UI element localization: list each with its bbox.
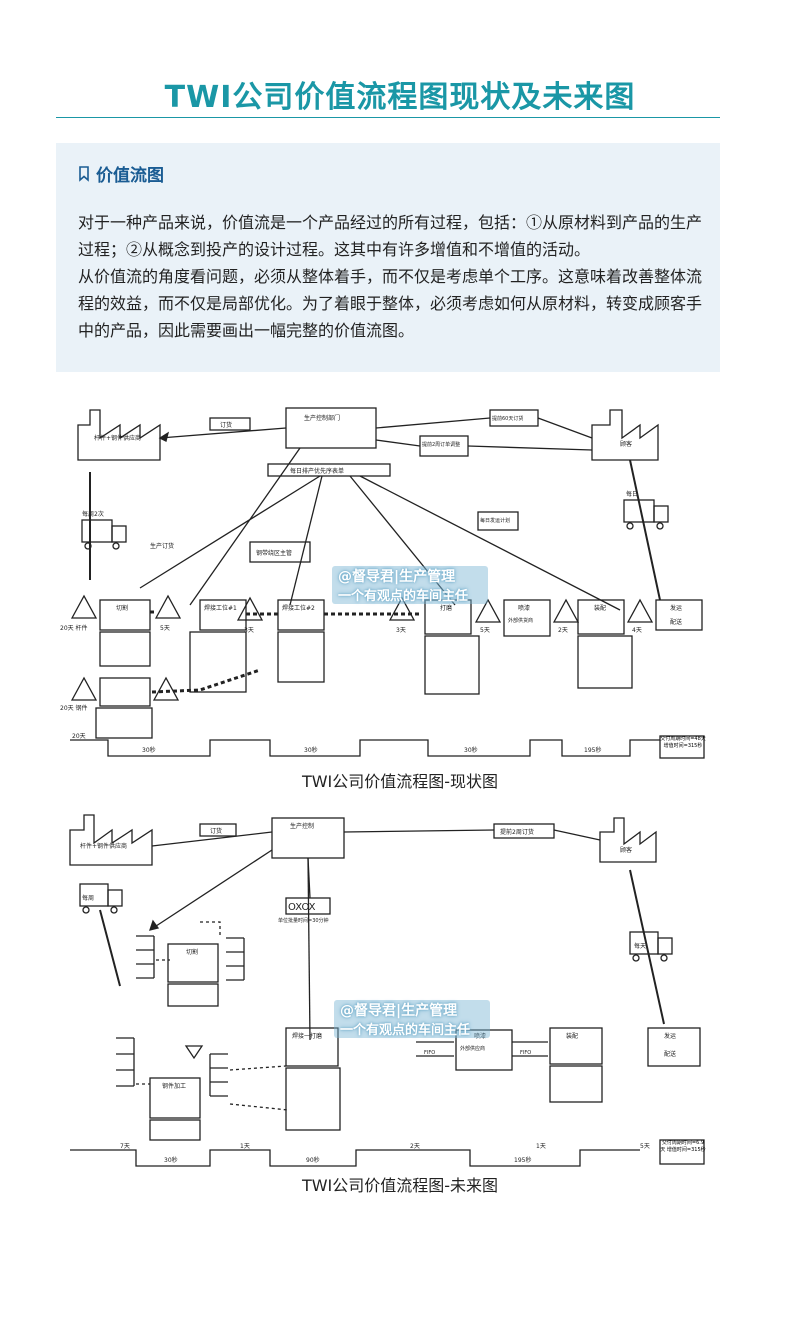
supplier-factory [77, 409, 161, 461]
bookmark-icon [79, 165, 89, 182]
cur-proc-sub-6: 配送 [670, 618, 682, 626]
process-assembly [577, 599, 625, 635]
fut-proc-sub-5: 配送 [664, 1050, 676, 1058]
process-paint [503, 599, 551, 637]
fut-watermark-bg [334, 1000, 490, 1038]
fut-batch: 单位批量时间=30分钟 [278, 917, 329, 924]
cur-ship-plan: 每日发运计划 [480, 517, 510, 524]
fut-day-3: 1天 [536, 1143, 546, 1150]
cur-customer: 顾客 [620, 440, 632, 448]
fut-fifo-1: FIFO [520, 1050, 531, 1056]
fut-sec-0: 30秒 [164, 1156, 178, 1164]
cur-adjust: 提前2周订单调整 [422, 441, 460, 448]
fut-proc-2: 焊接一打磨 [292, 1032, 322, 1040]
cur-lead-0: 20天 [72, 733, 86, 740]
intro-heading: 价值流图 [96, 166, 164, 186]
cur-lead-2: 3天 [244, 627, 254, 634]
intro-paragraph-1: 对于一种产品来说，价值流是一个产品经过的所有过程，包括：①从原材料到产品的生产过… [78, 213, 703, 259]
fut-customer: 顾客 [620, 846, 632, 854]
cur-prod-order: 生产订货 [150, 542, 174, 550]
fut-day-1: 1天 [240, 1143, 250, 1150]
process-ship [655, 599, 703, 631]
page-title: TWI公司价值流程图现状及未来图 [164, 80, 636, 115]
fut-proc-0: 切割 [186, 948, 198, 956]
cur-proc-6: 发运 [670, 604, 682, 612]
current-state-diagram: 杆件+钢件供应商 顾客 生产控制部门 订货 提前60天订货 提前2周订单调整 每… [60, 407, 706, 759]
intro-heading-row: 价值流图 [78, 161, 164, 186]
future-customer-factory [599, 817, 657, 863]
cur-proc-0: 切割 [116, 604, 128, 612]
process-grind [424, 599, 472, 635]
cur-lead-7: 4天 [632, 627, 642, 634]
cur-lead-3: 3天 [396, 627, 406, 634]
cur-proc-sub-4: 外部供货商 [508, 617, 533, 624]
cur-lead-5: 2天 [558, 627, 568, 634]
fut-order: 订货 [210, 827, 222, 835]
fut-sec-2: 195秒 [514, 1156, 531, 1164]
cur-watermark-top: @督导君|生产管理 [338, 569, 456, 585]
cur-supplier: 杆件+钢件供应商 [94, 434, 141, 442]
future-caption: TWI公司价值流程图-未来图 [301, 1176, 499, 1195]
future-process-steel [149, 1077, 201, 1119]
fut-watermark-bottom: 一个有观点的车间主任 [340, 1023, 471, 1038]
cur-truck-supplier: 每周2次 [82, 510, 104, 518]
fut-truck-customer: 每天 [634, 942, 646, 950]
fut-proc-4: 装配 [566, 1032, 578, 1040]
process-steel [99, 677, 151, 707]
fut-truck-supplier: 每周 [82, 894, 94, 902]
cur-proc-4: 喷漆 [518, 604, 530, 612]
fut-summary: 交付周期时间=6.9天 增值时间=315秒 [660, 1140, 706, 1153]
cur-watermark-bottom: 一个有观点的车间主任 [338, 589, 469, 604]
cur-inv-left-0: 20天 杆件 [60, 624, 88, 632]
cur-schedule: 每日排产优先序表单 [290, 467, 344, 475]
fut-proc-sub-3: 外部供应商 [460, 1045, 485, 1052]
cur-truck-customer: 每日 [626, 490, 638, 498]
cur-lead-4: 5天 [480, 627, 490, 634]
title-divider [56, 117, 720, 118]
fut-day-4: 5天 [640, 1143, 650, 1150]
process-cut [99, 599, 151, 631]
intro-card: 价值流图 对于一种产品来说，价值流是一个产品经过的所有过程，包括：①从原材料到产… [56, 143, 720, 372]
cur-supervisor: 钢带绕区主管 [256, 549, 292, 557]
future-process-ship [647, 1027, 701, 1067]
future-state-diagram: 杆件+钢件供应商 顾客 生产控制 订货 提前2周订货 每周 每天 OXOX 单位… [69, 814, 706, 1167]
fut-proc-5: 发运 [664, 1032, 676, 1040]
fut-control: 生产控制 [290, 822, 314, 830]
current-caption: TWI公司价值流程图-现状图 [301, 772, 499, 791]
future-process-paint [455, 1029, 513, 1071]
fut-day-2: 2天 [410, 1143, 420, 1150]
intro-paragraph-2: 从价值流的角度看问题，必须从整体着手，而不仅是考虑单个工序。这意味着改善整体流程… [78, 267, 703, 340]
cur-proc-1: 焊接工位#1 [204, 604, 237, 612]
fut-forecast: 提前2周订货 [500, 828, 534, 836]
fut-day-0: 7天 [120, 1143, 130, 1150]
cur-ct-2: 30秒 [464, 746, 478, 754]
fut-proc-1: 钢件加工 [162, 1082, 186, 1090]
customer-factory [591, 409, 659, 461]
future-process-assembly [549, 1027, 603, 1065]
cur-ct-3: 195秒 [584, 746, 601, 754]
cur-inv-left-1: 20天 钢件 [60, 704, 88, 712]
fut-sec-1: 90秒 [306, 1156, 320, 1164]
cur-proc-2: 焊接工位#2 [282, 604, 315, 612]
cur-control: 生产控制部门 [304, 414, 340, 422]
cur-lead-1: 5天 [160, 625, 170, 632]
cur-ct-1: 30秒 [304, 746, 318, 754]
cur-order: 订货 [220, 421, 232, 429]
cur-forecast: 提前60天订货 [492, 415, 523, 422]
cur-ct-0: 30秒 [142, 746, 156, 754]
fut-supplier: 杆件+钢件供应商 [80, 842, 127, 850]
fut-proc-3: 喷漆 [474, 1032, 486, 1040]
fut-oxox: OXOX [288, 902, 316, 913]
future-supplier-factory [69, 814, 153, 866]
cur-summary: 交付周期时间=48天 增值时间=315秒 [660, 736, 706, 749]
future-process-cut [167, 943, 219, 983]
control-box [285, 407, 377, 449]
future-process-weldgrind [285, 1027, 339, 1067]
cur-watermark-bg [332, 566, 488, 604]
fut-fifo-0: FIFO [424, 1050, 435, 1056]
intro-body: 对于一种产品来说，价值流是一个产品经过的所有过程，包括：①从原材料到产品的生产过… [78, 209, 702, 344]
fut-watermark-top: @督导君|生产管理 [340, 1003, 458, 1019]
cur-proc-3: 打磨 [440, 604, 452, 612]
cur-proc-5: 装配 [594, 604, 606, 612]
